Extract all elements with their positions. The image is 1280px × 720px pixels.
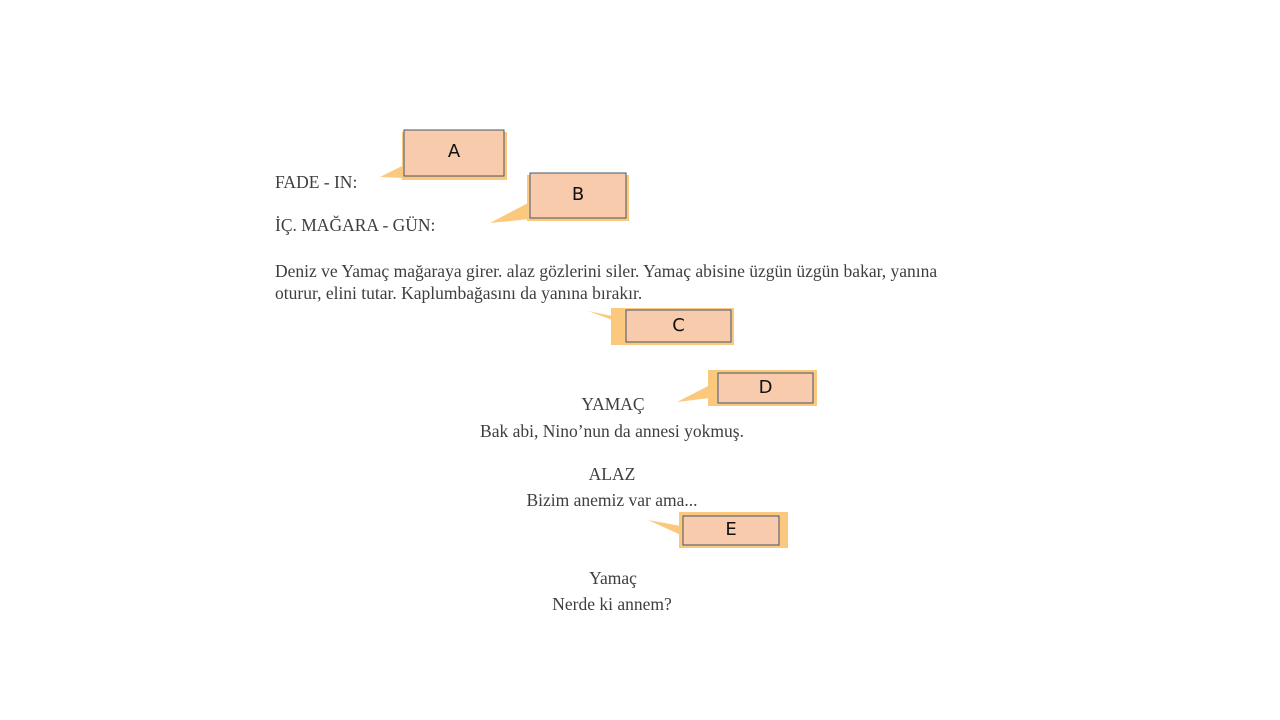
transition-text: FADE - IN: <box>275 172 358 192</box>
callout-d <box>677 370 817 406</box>
callout-label-e: E <box>725 519 737 540</box>
action-line-1: Deniz ve Yamaç mağaraya girer. alaz gözl… <box>275 261 938 281</box>
callout-label-a: A <box>447 141 461 162</box>
callout-label-b: B <box>571 184 585 205</box>
dialogue-line: Bizim anemiz var ama... <box>526 490 698 510</box>
callout-c <box>588 308 734 345</box>
character-name: YAMAÇ <box>581 394 645 414</box>
callout-label-c: C <box>672 315 685 336</box>
action-line-2: oturur, elini tutar. Kaplumbağasını da y… <box>275 283 643 303</box>
callout-e <box>648 512 788 548</box>
dialogue-line: Bak abi, Nino’nun da annesi yokmuş. <box>480 421 744 441</box>
callout-label-d: D <box>758 377 773 398</box>
character-name: ALAZ <box>588 464 636 484</box>
callout-a <box>380 129 507 180</box>
dialogue-line: Nerde ki annem? <box>552 594 672 614</box>
scene-heading: İÇ. MAĞARA - GÜN: <box>275 215 436 235</box>
callout-b <box>490 172 629 223</box>
character-name: Yamaç <box>589 568 637 588</box>
